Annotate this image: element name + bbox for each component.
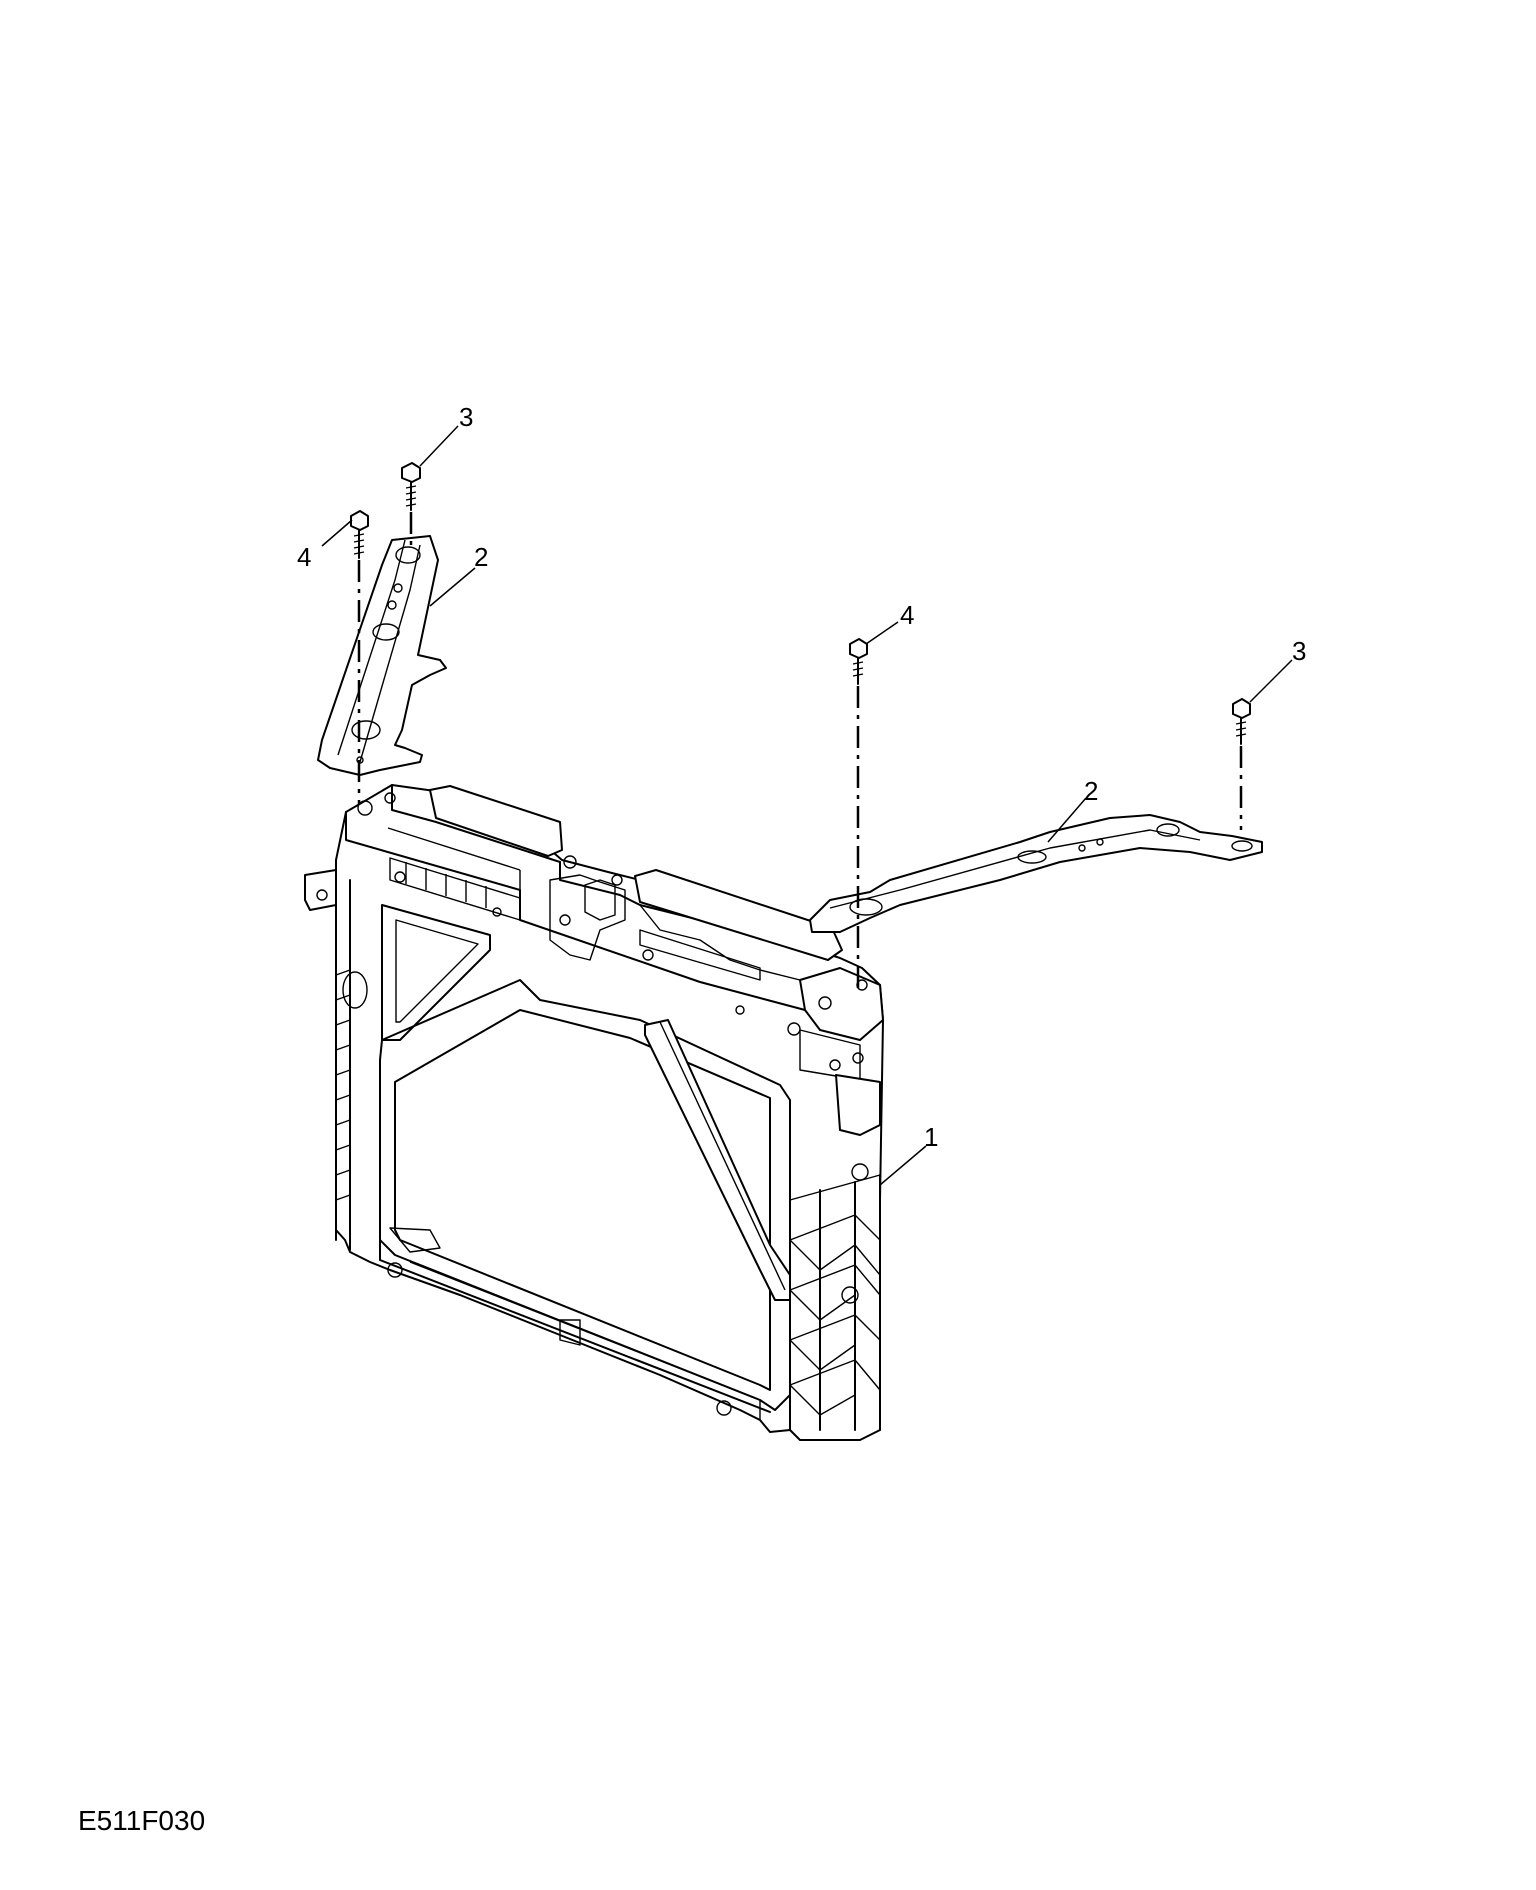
callout-label: 2 bbox=[1084, 776, 1098, 806]
bolt-right-top bbox=[1232, 698, 1251, 745]
callout-label: 3 bbox=[1292, 636, 1306, 666]
callout-bolt-left-inner: 4 bbox=[297, 519, 353, 572]
callout-label: 3 bbox=[459, 402, 473, 432]
callout-bolt-right-top: 3 bbox=[1249, 636, 1306, 703]
bolt-right-inner bbox=[849, 638, 868, 685]
callout-bolt-right-inner: 4 bbox=[865, 600, 914, 645]
radiator-support-frame bbox=[304, 784, 884, 1441]
callout-label: 1 bbox=[924, 1122, 938, 1152]
callout-frame: 1 bbox=[879, 1122, 938, 1186]
callout-label: 4 bbox=[297, 542, 311, 572]
bolt-left-inner bbox=[350, 510, 369, 559]
callout-bolt-left-top: 3 bbox=[419, 402, 473, 467]
brace-left bbox=[317, 535, 447, 776]
figure-id: E511F030 bbox=[78, 1805, 206, 1836]
bolt-left-top bbox=[401, 462, 421, 511]
callout-label: 2 bbox=[474, 542, 488, 572]
callout-brace-right: 2 bbox=[1047, 776, 1098, 843]
alignment-lines bbox=[357, 512, 1243, 990]
callout-label: 4 bbox=[900, 600, 914, 630]
brace-right bbox=[809, 814, 1263, 933]
callout-brace-left: 2 bbox=[429, 542, 488, 607]
